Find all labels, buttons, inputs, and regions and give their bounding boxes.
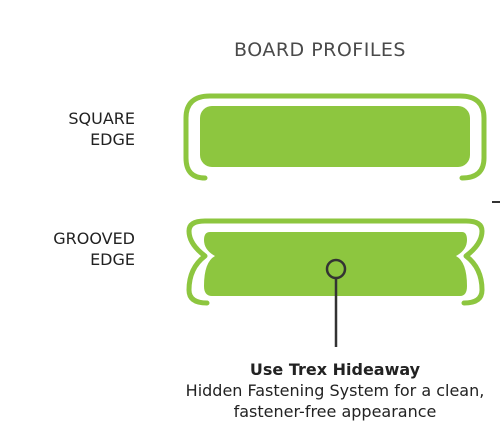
diagram-title: BOARD PROFILES <box>234 39 406 61</box>
grooved-edge-outline <box>186 218 485 306</box>
grooved-edge-label-line2: EDGE <box>90 250 135 269</box>
square-edge-label-line1: SQUARE <box>68 109 135 128</box>
callout-heading: Use Trex Hideaway <box>249 360 421 379</box>
square-edge-label-line2: EDGE <box>90 130 135 149</box>
square-edge-outline <box>183 93 487 181</box>
hideaway-callout: Use Trex Hideaway Hidden Fastening Syste… <box>160 359 500 422</box>
grooved-edge-board <box>204 232 467 296</box>
grooved-edge-label: GROOVED EDGE <box>0 228 135 270</box>
square-edge-board <box>200 106 470 167</box>
callout-line1: Hidden Fastening System for a clean, <box>185 381 485 400</box>
grooved-edge-label-line1: GROOVED <box>53 229 135 248</box>
square-edge-label: SQUARE EDGE <box>0 108 135 150</box>
callout-line2: fastener-free appearance <box>233 402 437 421</box>
